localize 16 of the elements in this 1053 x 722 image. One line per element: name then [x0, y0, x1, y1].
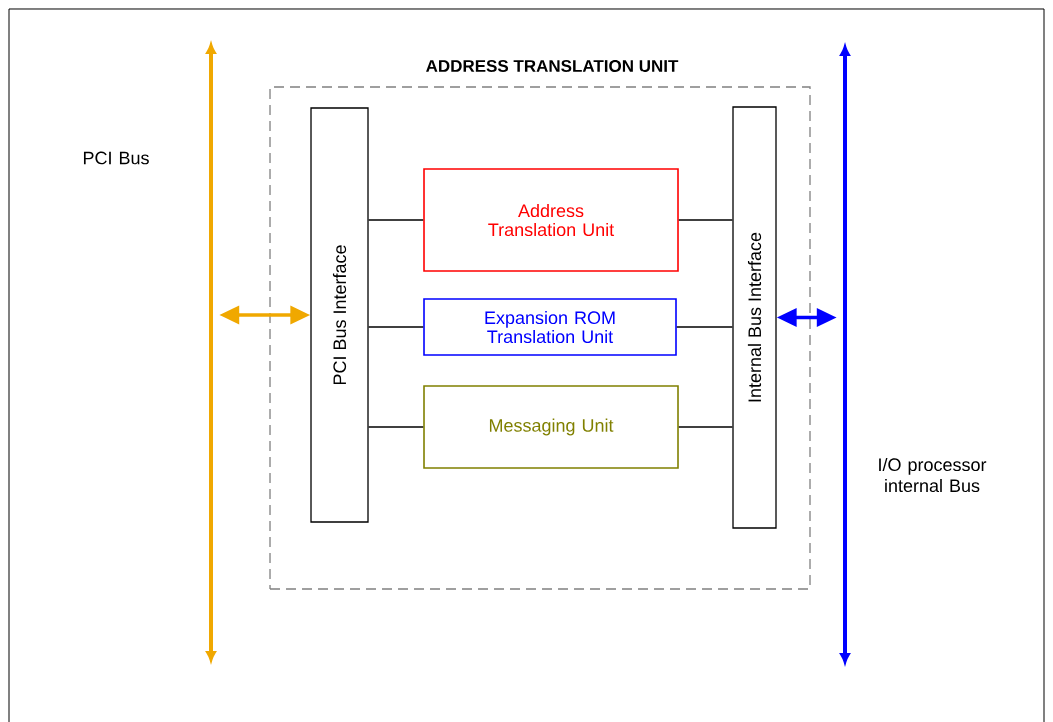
connector [367, 326, 424, 328]
unit-box: Expansion ROM Translation Unit [423, 298, 677, 356]
connector [676, 326, 734, 328]
bus-arrow [840, 45, 850, 664]
connector [367, 219, 424, 221]
box-title: ADDRESS TRANSLATION UNIT [426, 60, 679, 72]
unit-box: Messaging Unit [423, 385, 679, 469]
bus-label: I/O processor internal Bus [879, 457, 987, 493]
bus-arrow [206, 43, 216, 662]
bus-label: PCI Bus [83, 151, 149, 165]
interface-box: PCI Bus Interface [310, 107, 369, 523]
unit-box: Address Translation Unit [423, 168, 679, 272]
connector [678, 426, 734, 428]
connector [367, 426, 424, 428]
interface-box: Internal Bus Interface [732, 106, 777, 529]
connector [678, 219, 734, 221]
